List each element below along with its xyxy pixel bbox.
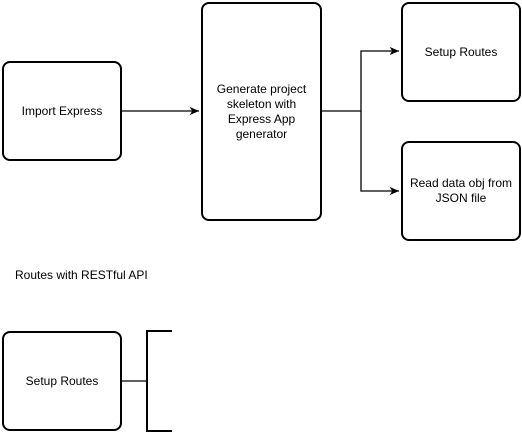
setup-routes-node: Setup Routes (401, 2, 521, 102)
setup-routes-2-label: Setup Routes (25, 373, 99, 388)
read-data-label: Read data obj from JSON file (409, 176, 513, 205)
routes-restful-label: Routes with RESTful API (15, 268, 148, 282)
import-express-label: Import Express (21, 103, 103, 118)
edge-generate-to-read-data (360, 111, 399, 196)
import-express-node: Import Express (2, 61, 122, 161)
generate-skeleton-node: Generate project skeleton with Express A… (201, 2, 322, 221)
setup-routes-label: Setup Routes (424, 44, 498, 59)
read-data-node: Read data obj from JSON file (401, 141, 521, 241)
edge-generate-to-setup-routes (322, 46, 399, 112)
setup-routes-node-2: Setup Routes (2, 331, 122, 431)
generate-skeleton-label: Generate project skeleton with Express A… (216, 81, 307, 141)
bracket-shape (146, 330, 172, 432)
